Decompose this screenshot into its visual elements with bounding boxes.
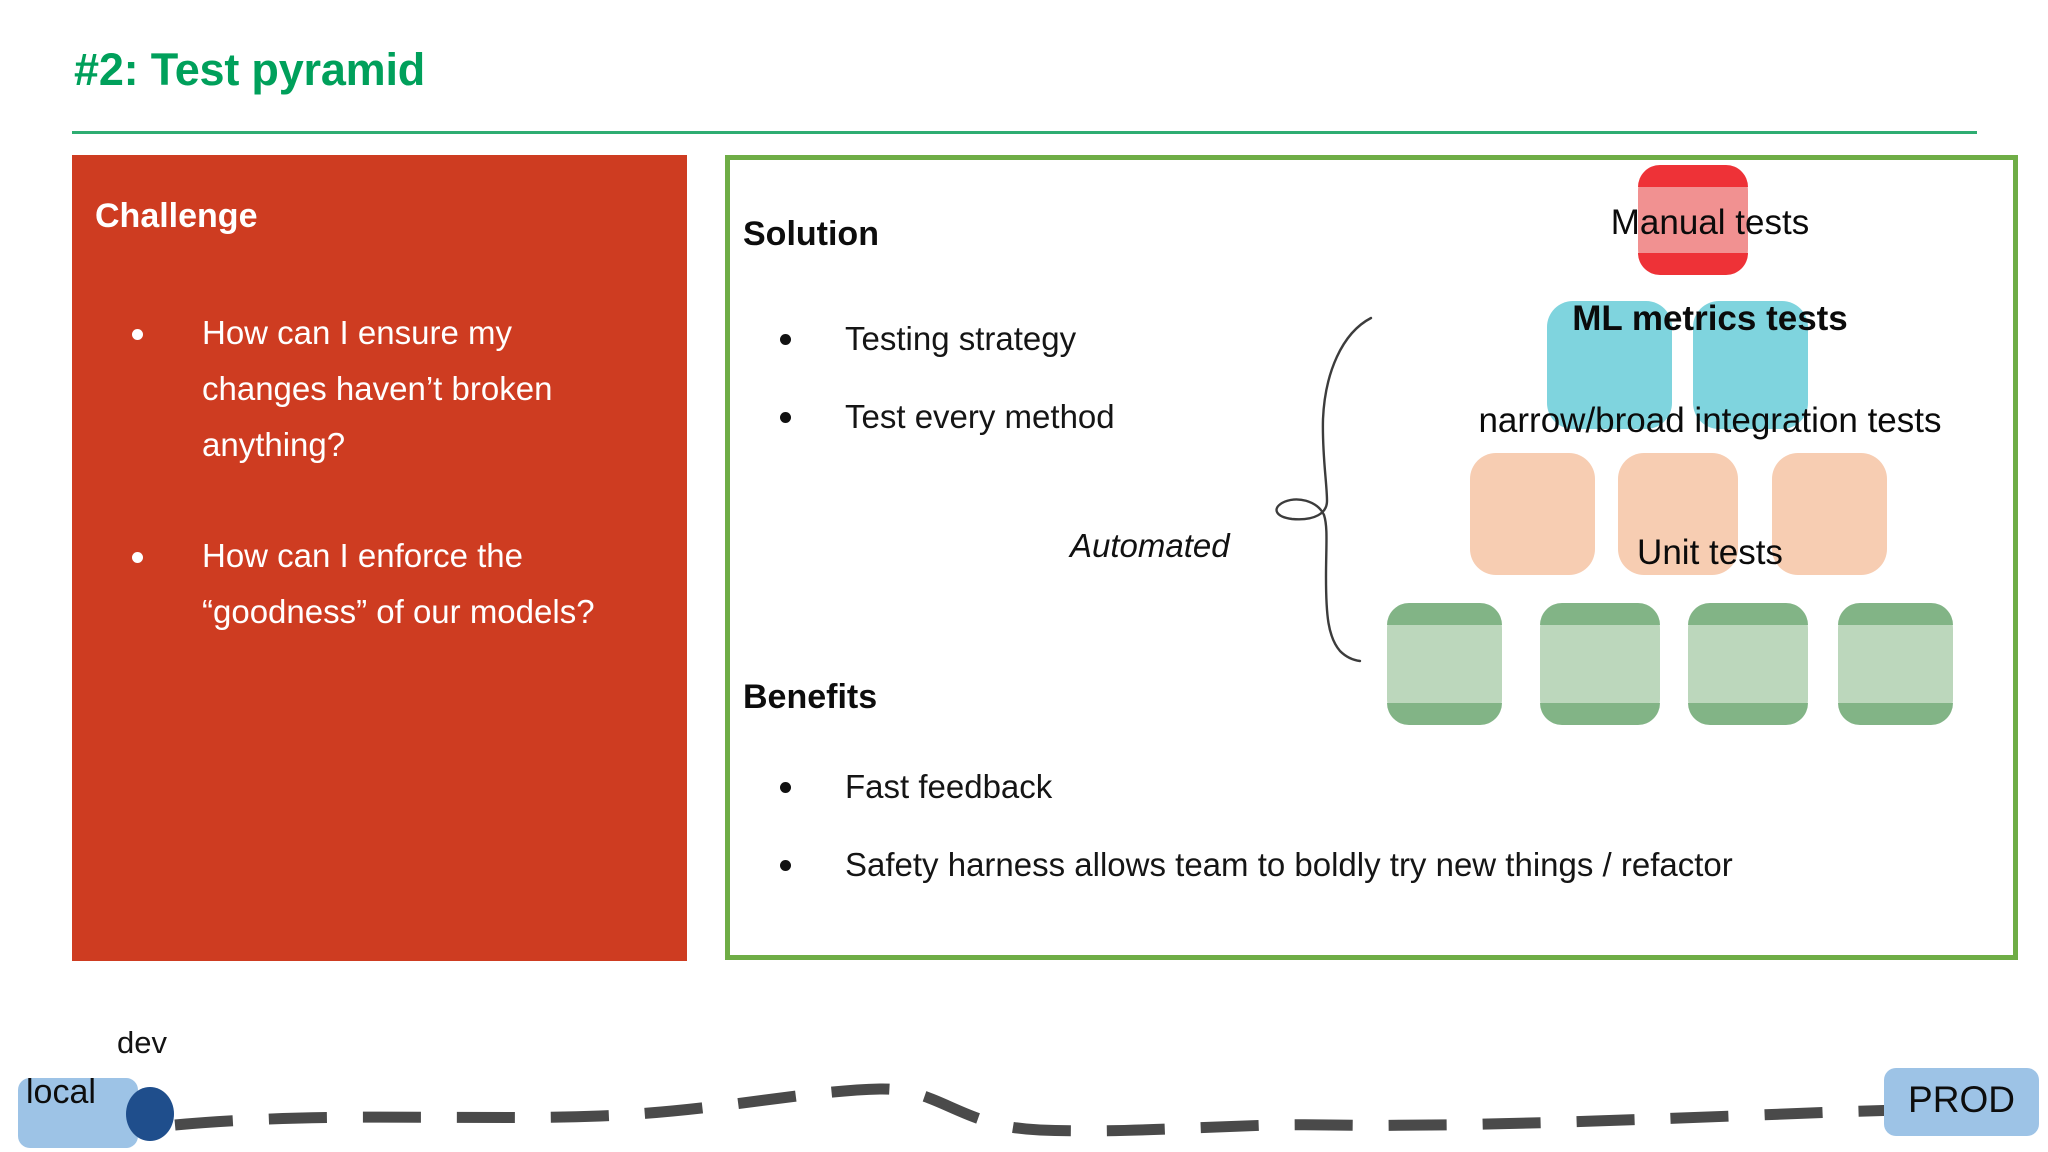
pyramid-block-unit — [1838, 603, 1953, 725]
solution-heading: Solution — [743, 215, 879, 253]
test-pyramid-diagram: Manual tests ML metrics tests narrow/bro… — [1387, 155, 2030, 805]
prod-stage-box[interactable] — [1884, 1068, 2039, 1136]
pyramid-label-ml: ML metrics tests — [1572, 299, 1848, 338]
pyramid-label-integration: narrow/broad integration tests — [1478, 401, 1942, 440]
page-title: #2: Test pyramid — [74, 44, 426, 95]
challenge-list-item: How can I enforce the “goodness” of our … — [132, 528, 632, 640]
pyramid-block-ml — [1693, 301, 1808, 429]
challenge-item-text: How can I ensure my changes haven’t brok… — [202, 314, 553, 463]
block-band-top — [1638, 165, 1748, 187]
solution-item-text: Test every method — [845, 398, 1115, 435]
solution-item-text: Testing strategy — [845, 320, 1077, 357]
block-band-top — [1838, 603, 1953, 625]
block-band-bottom — [1638, 253, 1748, 275]
local-stage-label: local — [26, 1073, 96, 1111]
bullet-icon — [780, 334, 791, 345]
solution-list-item: Testing strategy — [780, 312, 1076, 366]
title-divider — [72, 131, 1977, 134]
block-band-bottom — [1838, 703, 1953, 725]
pyramid-block-unit — [1540, 603, 1660, 725]
pyramid-block-ml — [1547, 301, 1672, 429]
challenge-panel: Challenge How can I ensure my changes ha… — [72, 155, 687, 961]
block-band-top — [1688, 603, 1808, 625]
benefits-list-item: Fast feedback — [780, 760, 1052, 814]
pyramid-block-unit — [1688, 603, 1808, 725]
curly-brace-icon — [1275, 316, 1373, 663]
block-band-top — [1387, 603, 1502, 625]
pyramid-label-manual: Manual tests — [1610, 203, 1810, 242]
prod-stage-label: PROD — [1908, 1079, 2015, 1120]
block-band-bottom — [1387, 703, 1502, 725]
benefits-heading: Benefits — [743, 678, 878, 716]
block-band-top — [1540, 603, 1660, 625]
local-stage-dot — [126, 1087, 174, 1141]
pyramid-block-integration — [1772, 453, 1887, 575]
pyramid-block-integration — [1618, 453, 1738, 575]
bullet-icon — [780, 860, 791, 871]
local-stage-box[interactable] — [18, 1078, 138, 1148]
bullet-icon — [132, 552, 143, 563]
bullet-icon — [780, 412, 791, 423]
bullet-icon — [780, 782, 791, 793]
solution-list-item: Test every method — [780, 390, 1115, 444]
block-band-bottom — [1688, 703, 1808, 725]
benefits-item-text: Safety harness allows team to boldly try… — [845, 846, 1733, 883]
automated-annotation: Automated — [1070, 527, 1230, 564]
dev-label: dev — [117, 1025, 167, 1060]
challenge-item-text: How can I enforce the “goodness” of our … — [202, 537, 595, 630]
pipeline-timeline — [174, 1083, 1901, 1137]
block-band-bottom — [1540, 703, 1660, 725]
challenge-list-item: How can I ensure my changes haven’t brok… — [132, 305, 632, 473]
pyramid-block-unit — [1387, 603, 1502, 725]
pyramid-block-integration — [1470, 453, 1595, 575]
challenge-heading: Challenge — [95, 197, 258, 235]
bullet-icon — [132, 329, 143, 340]
pipeline-dashed-line — [174, 1083, 1901, 1137]
pyramid-block-manual — [1638, 165, 1748, 275]
benefits-item-text: Fast feedback — [845, 768, 1053, 805]
pyramid-label-unit: Unit tests — [1637, 533, 1783, 572]
benefits-list-item: Safety harness allows team to boldly try… — [780, 838, 1810, 892]
